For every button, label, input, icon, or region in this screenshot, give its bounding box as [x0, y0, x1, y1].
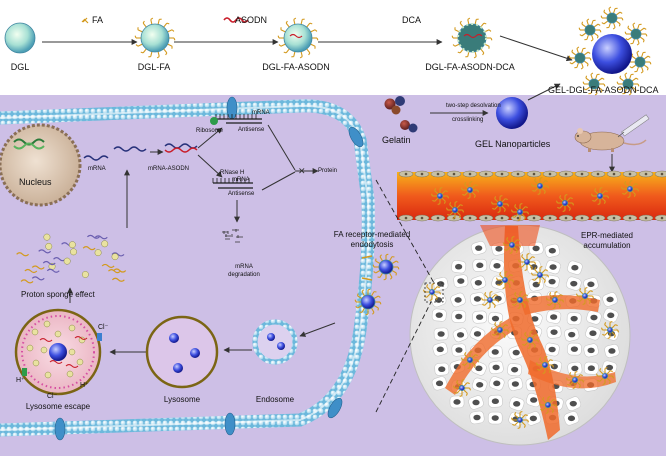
gel-complex: [568, 6, 652, 96]
label-mrna-asodn: mRNA-ASODN: [148, 166, 190, 172]
label-fa-reagent: FA: [92, 15, 104, 25]
endosome-vesicle: [252, 319, 298, 365]
label-dgl-fa-asodn: DGL-FA-ASODN: [262, 62, 330, 72]
label-cl-2: Cl⁻: [47, 393, 58, 400]
label-antisense-mid: Antisense: [228, 191, 255, 197]
label-lysosome-escape: Lysosome escape: [25, 402, 91, 411]
mrna-strand: [113, 146, 147, 152]
dgl-nanoparticle: [4, 22, 36, 54]
label-dca-reagent: DCA: [402, 15, 422, 25]
label-rnase-h: RNase H: [220, 170, 245, 176]
ribosome: [210, 114, 262, 125]
rnase-complex: [212, 178, 253, 189]
svg-text:✕: ✕: [298, 166, 306, 176]
dgl-fa-asodn-dca-nanoparticle: [451, 17, 493, 59]
label-lysosome: Lysosome: [163, 395, 201, 404]
membrane-proteins: [54, 96, 364, 441]
dgl-fa-asodn-nanoparticle: [277, 17, 319, 59]
nucleus: [0, 123, 82, 207]
escaped-fragments: [16, 233, 127, 284]
label-h-1: H⁺: [16, 377, 25, 384]
receptor-bound-particles: [354, 253, 400, 316]
label-nucleus: Nucleus: [19, 177, 52, 187]
label-epr: EPR-mediated accumulation: [580, 231, 634, 250]
label-antisense-top: Antisense: [238, 127, 265, 133]
label-gel-complex: GEL-DGL-FA-ASODN-DCA: [548, 85, 659, 95]
label-mrna-degradation: mRNA degradation: [228, 264, 260, 278]
label-dgl: DGL: [10, 62, 30, 72]
gel-nanoparticle: [496, 97, 528, 129]
label-ribosome: Ribosome: [196, 128, 224, 134]
label-dgl-fa: DGL-FA: [137, 62, 171, 72]
fa-receptors: [361, 255, 373, 281]
label-two-step-desolvation: two-step desolvation: [446, 103, 501, 109]
tumor-tissue: [409, 224, 631, 446]
cell-membrane: [0, 99, 375, 437]
label-gel-nanoparticles: GEL Nanoparticles: [475, 139, 551, 149]
label-endosome: Endosome: [255, 395, 295, 404]
label-protein: Protein: [318, 168, 338, 174]
mrna-asodn-duplex: [164, 143, 198, 153]
label-dgl-fa-asodn-dca: DGL-FA-ASODN-DCA: [425, 62, 515, 72]
label-asodn-reagent: ASODN: [235, 15, 268, 25]
label-mrna: mRNA: [88, 166, 106, 172]
mouse-icon: [574, 128, 647, 152]
label-cl-1: Cl⁻: [98, 324, 109, 331]
lysosome-escape-vesicle: [14, 308, 102, 396]
lysosome-vesicle: [145, 315, 219, 389]
label-h-2: H⁺: [80, 382, 89, 389]
label-fa-receptor: FA receptor-mediated endodytosis: [333, 230, 411, 249]
label-mrna-top: mRNA: [252, 110, 270, 116]
dgl-fa-nanoparticle: [134, 17, 176, 59]
degraded-fragments: [222, 229, 243, 243]
label-crosslinking: crosslinking: [452, 117, 484, 123]
label-mrna-mid: mRNA: [232, 177, 250, 183]
label-proton-sponge: Proton sponge effect: [21, 290, 95, 299]
vessel-particles: [430, 176, 640, 222]
gelatin-molecules: [384, 96, 418, 133]
syringe-icon: [617, 114, 650, 138]
label-gelatin: Gelatin: [382, 135, 411, 145]
